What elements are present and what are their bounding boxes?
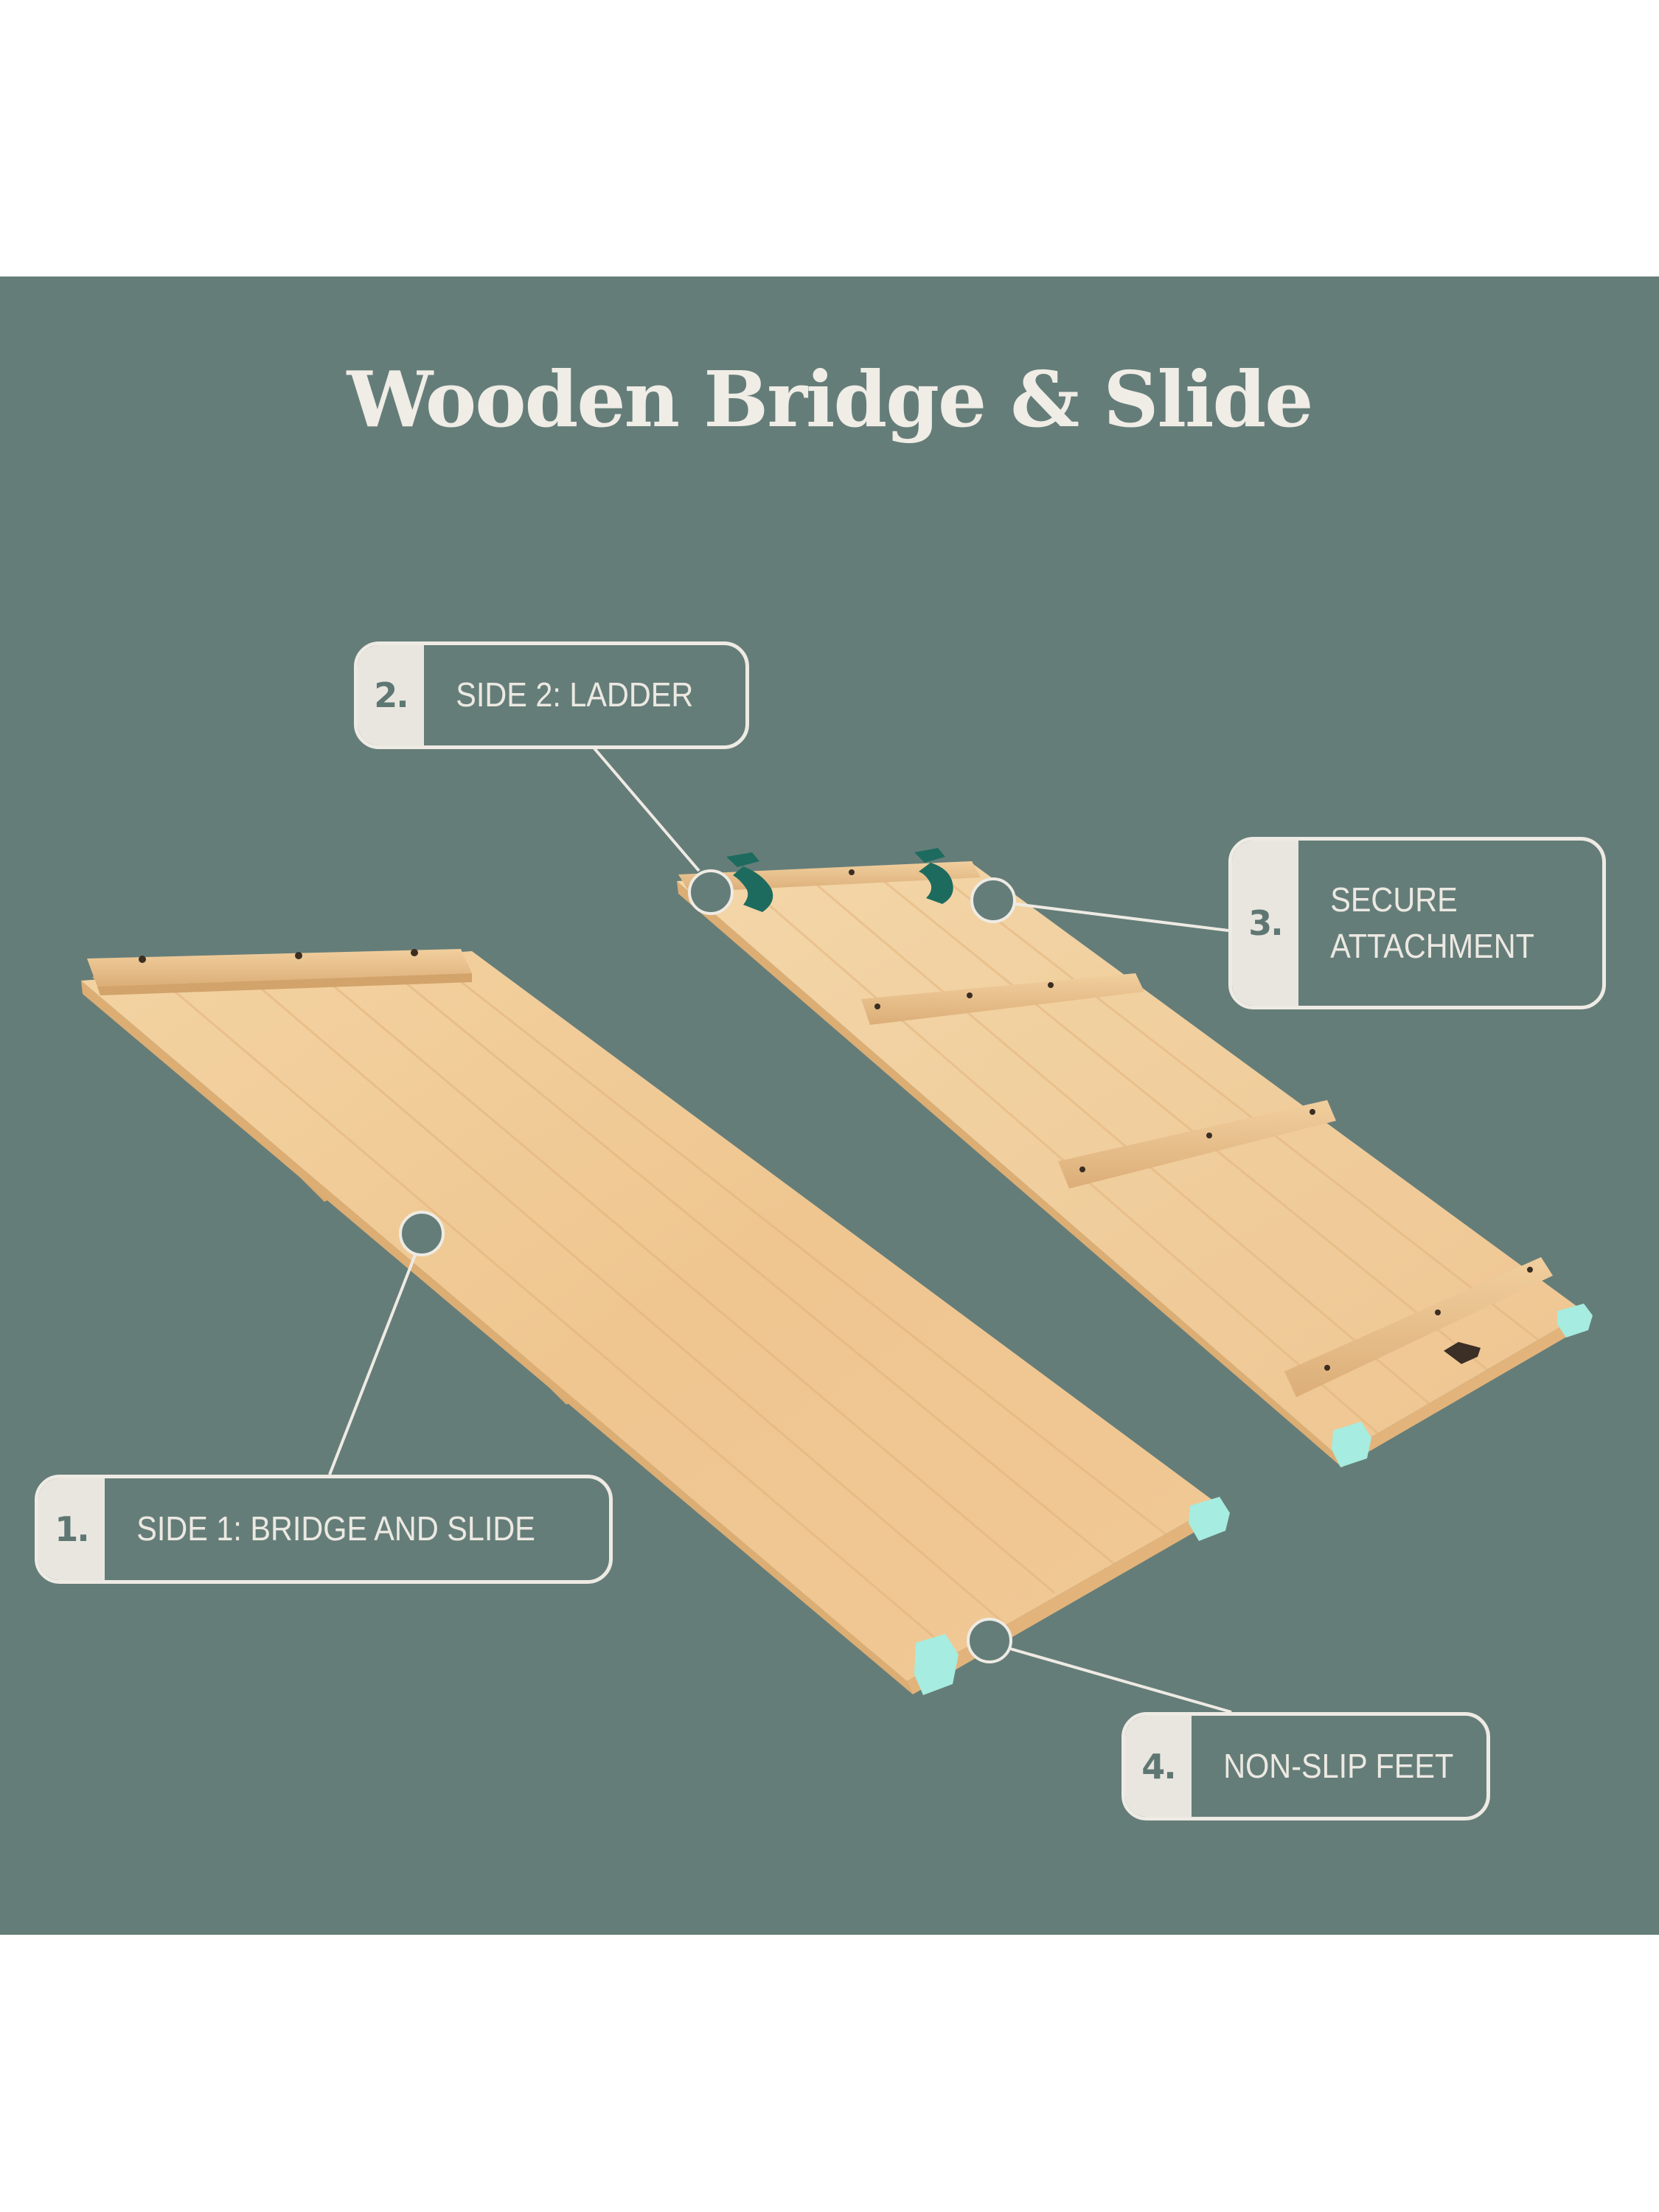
callout-number-badge: 2. (358, 645, 424, 745)
ladder-rung (1058, 1100, 1336, 1189)
callout-side-2-ladder: 2. SIDE 2: LADDER (354, 641, 749, 749)
ring-marker-icon (399, 1211, 445, 1256)
ring-marker-icon (967, 1618, 1012, 1663)
callout-non-slip-feet: 4. NON-SLIP FEET (1121, 1712, 1490, 1820)
leader-line-1 (328, 1254, 417, 1475)
ring-marker-icon (688, 869, 734, 915)
ladder-rung (861, 973, 1144, 1025)
callout-label: SIDE 2: LADDER (456, 675, 694, 714)
leader-line-4 (1009, 1647, 1232, 1714)
non-slip-foot (1557, 1304, 1593, 1338)
top-rail (87, 949, 472, 987)
bridge-slide-board (81, 949, 1230, 1695)
attachment-strap (914, 848, 953, 904)
callout-label: SECURE ATTACHMENT (1330, 880, 1534, 965)
non-slip-foot (1189, 1497, 1230, 1541)
attachment-strap (726, 852, 773, 912)
callout-side-1-bridge-and-slide: 1. SIDE 1: BRIDGE AND SLIDE (35, 1475, 613, 1584)
callout-secure-attachment: 3. SECURE ATTACHMENT (1228, 837, 1606, 1009)
ring-marker-icon (970, 877, 1016, 923)
callout-label: NON-SLIP FEET (1223, 1746, 1454, 1785)
callout-number-badge: 1. (38, 1478, 105, 1580)
callout-number-badge: 4. (1125, 1716, 1192, 1817)
callout-number-badge: 3. (1232, 841, 1298, 1006)
leader-line-2 (593, 747, 700, 872)
non-slip-foot (1332, 1422, 1371, 1467)
leader-line-3 (1015, 902, 1229, 932)
page-title: Wooden Bridge & Slide (347, 354, 1314, 445)
ladder-rung (1284, 1257, 1553, 1397)
non-slip-foot (914, 1634, 959, 1695)
ladder-board (677, 848, 1593, 1467)
brand-logo-icon (1444, 1342, 1481, 1364)
callout-label: SIDE 1: BRIDGE AND SLIDE (136, 1509, 535, 1548)
